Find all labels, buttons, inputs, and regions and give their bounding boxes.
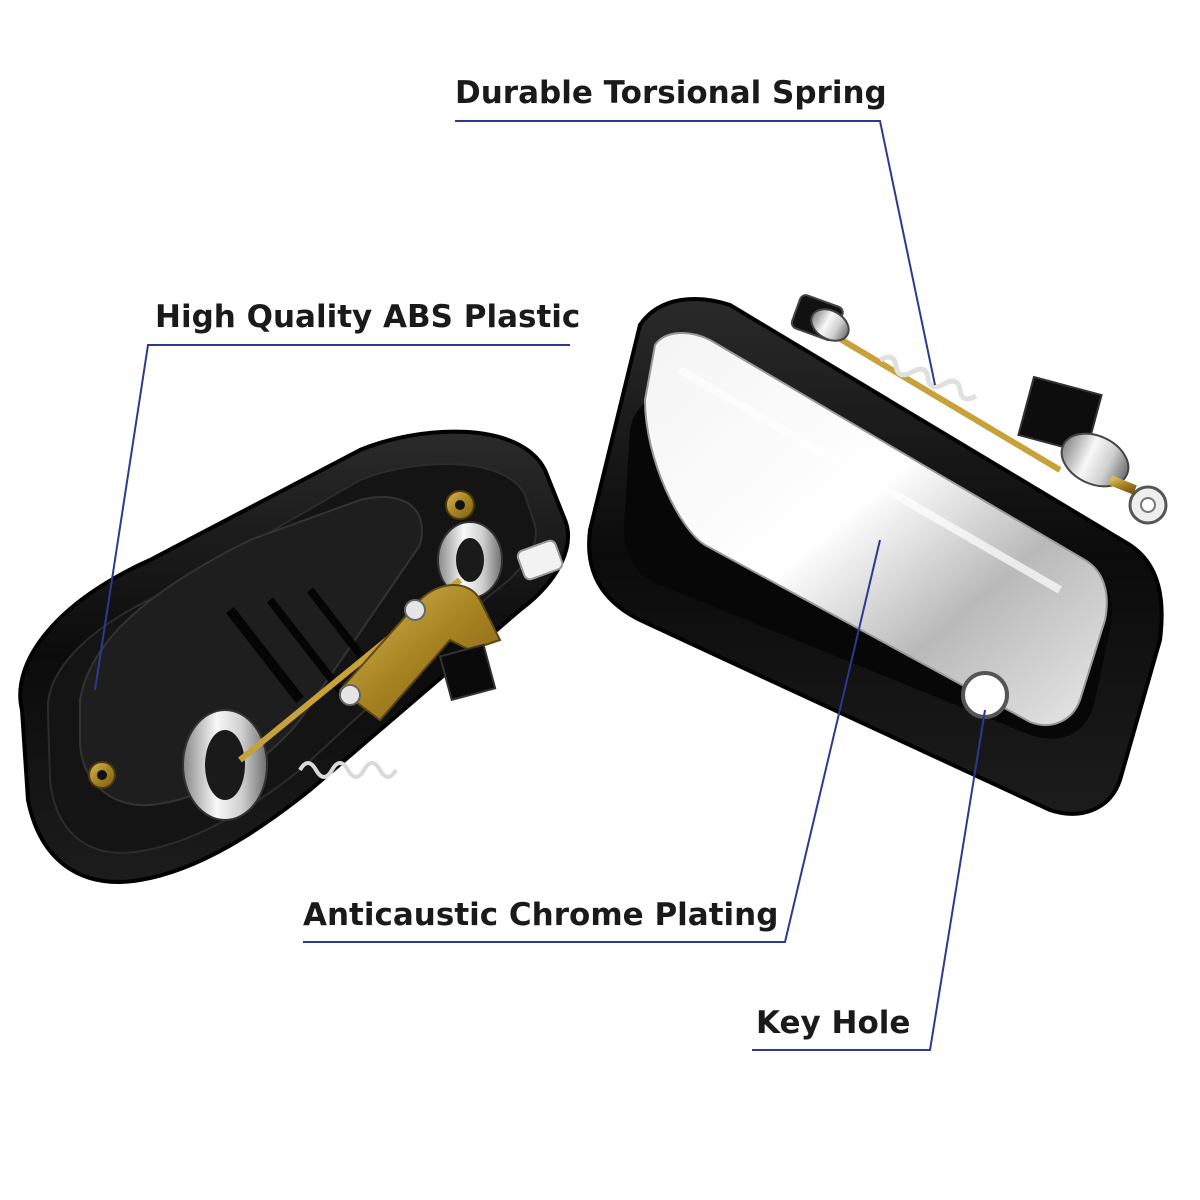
leader-line-spring — [455, 120, 936, 386]
leader-line-chrome — [303, 539, 881, 943]
leader-line-abs — [94, 344, 570, 691]
callout-durable-torsional-spring: Durable Torsional Spring — [455, 75, 887, 111]
key-hole — [961, 671, 1009, 719]
torsional-spring — [878, 354, 978, 402]
leader-line-key — [752, 709, 986, 1051]
spring-rod — [798, 312, 1062, 473]
callout-chrome-plating: Anticaustic Chrome Plating — [303, 897, 779, 933]
leader-lines — [94, 120, 986, 1051]
left-handle-back-view — [18, 429, 570, 884]
left-spring — [298, 761, 398, 779]
chrome-lever — [643, 332, 1108, 726]
callout-abs-plastic: High Quality ABS Plastic — [155, 299, 581, 335]
callout-key-hole: Key Hole — [756, 1005, 911, 1041]
